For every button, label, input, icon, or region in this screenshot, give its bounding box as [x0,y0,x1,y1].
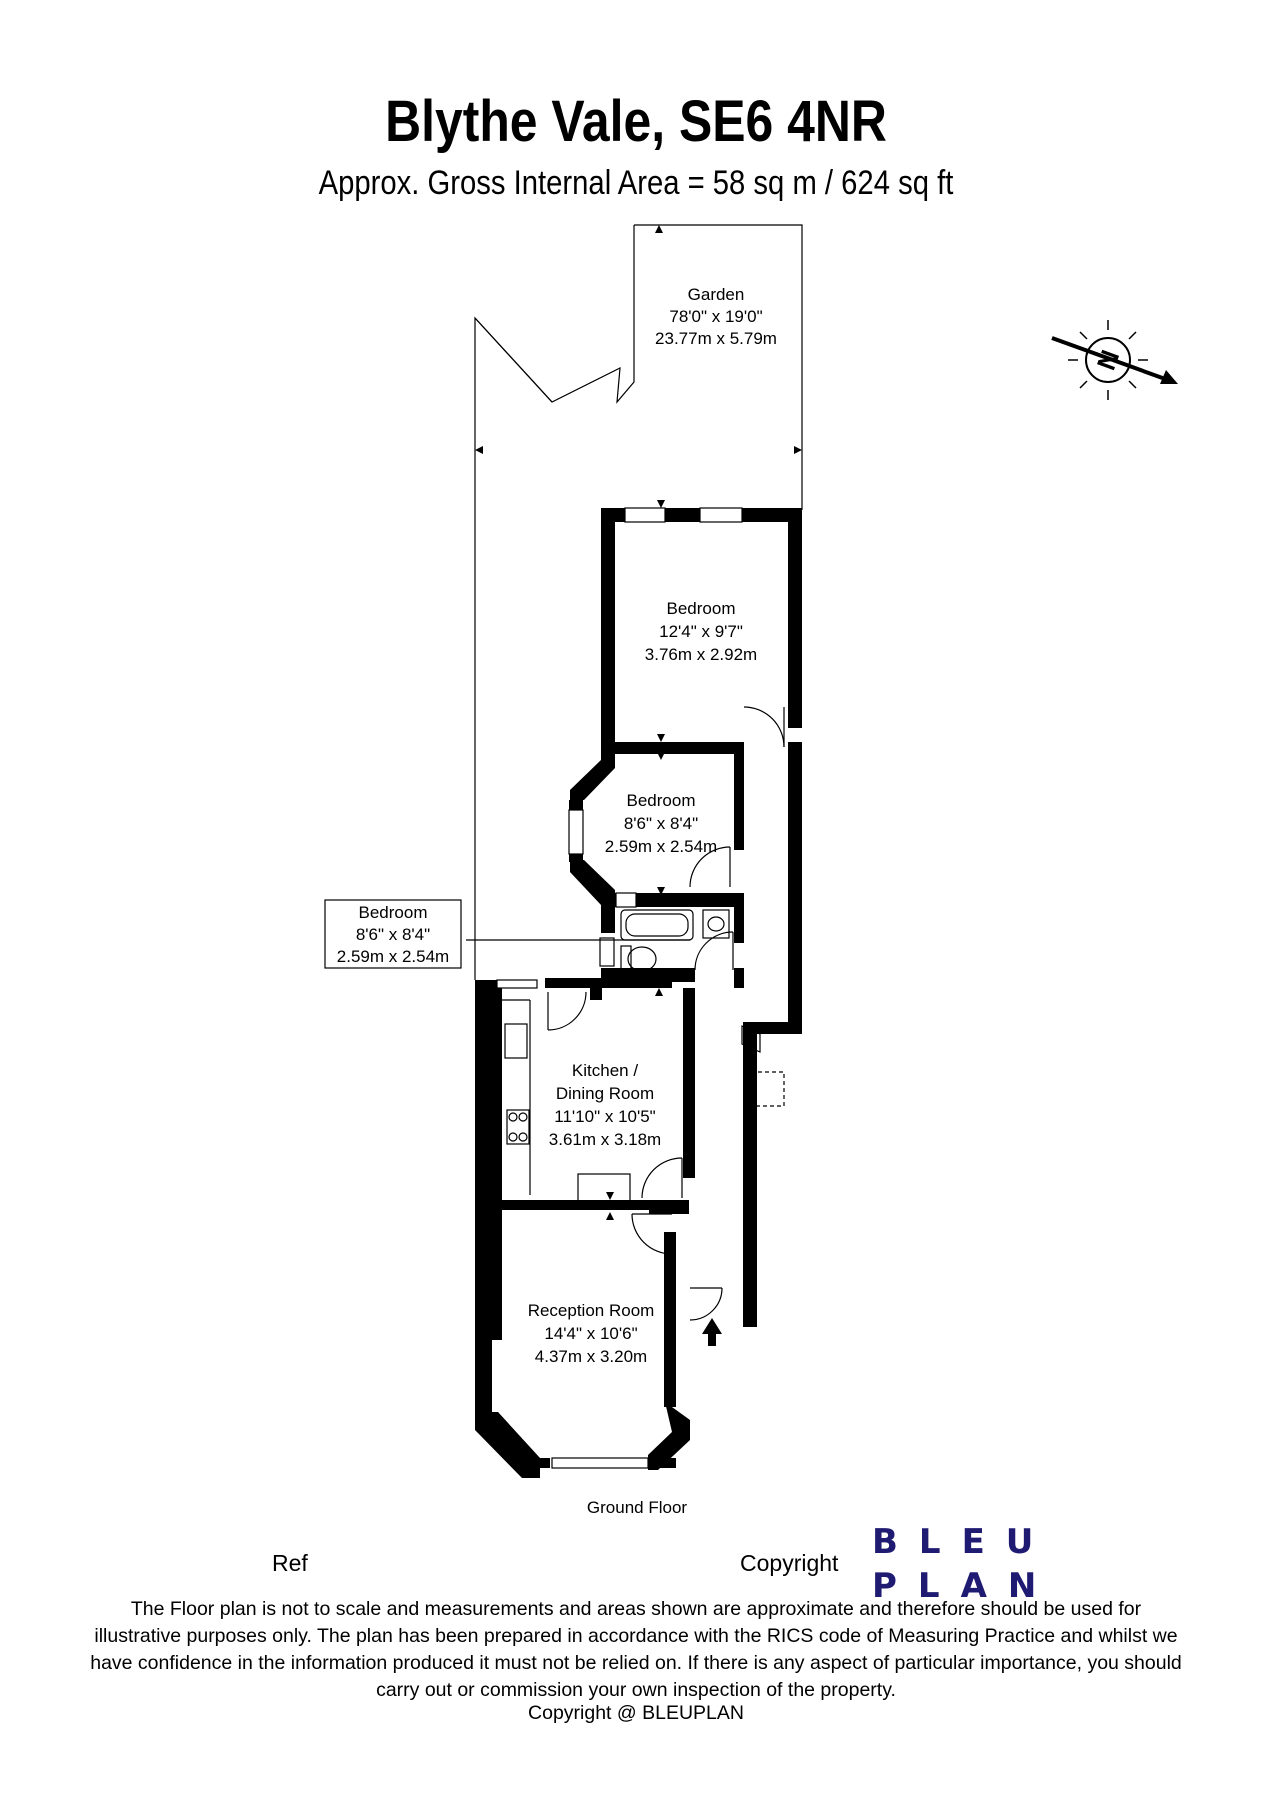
svg-text:2.59m x 2.54m: 2.59m x 2.54m [337,947,449,966]
svg-text:3.76m x 2.92m: 3.76m x 2.92m [645,645,757,664]
floor-label: Ground Floor [587,1498,687,1517]
svg-text:Dining Room: Dining Room [556,1084,654,1103]
svg-text:4.37m x 3.20m: 4.37m x 3.20m [535,1347,647,1366]
bleuplan-logo: BLEU PLAN [872,1520,1057,1608]
room-label-bedroom-callout: Bedroom 8'6" x 8'4" 2.59m x 2.54m [337,903,449,966]
door-swings [547,706,785,1321]
svg-text:Bedroom: Bedroom [627,791,696,810]
svg-text:Bedroom: Bedroom [667,599,736,618]
svg-text:14'4" x 10'6": 14'4" x 10'6" [544,1324,637,1343]
disclaimer-line: The Floor plan is not to scale and measu… [130,1598,1142,1620]
svg-text:8'6" x 8'4": 8'6" x 8'4" [356,925,430,944]
copyright-label: Copyright [740,1550,839,1576]
svg-text:8'6" x 8'4": 8'6" x 8'4" [624,814,698,833]
disclaimer-text: The Floor plan is not to scale and measu… [30,1596,1242,1704]
svg-text:Bedroom: Bedroom [359,903,428,922]
entrance-arrow-icon [702,1318,722,1346]
ref-label: Ref [272,1550,308,1576]
room-label-bedroom-2: Bedroom 8'6" x 8'4" 2.59m x 2.54m [605,791,717,856]
logo-line-1: BLEU [872,1522,1055,1562]
room-label-kitchen: Kitchen / Dining Room 11'10" x 10'5" 3.6… [549,1061,661,1149]
disclaimer-line: illustrative purposes only. The plan has… [94,1625,1178,1647]
room-label-garden: Garden 78'0" x 19'0" 23.77m x 5.79m [655,285,777,348]
svg-text:11'10" x 10'5": 11'10" x 10'5" [554,1107,655,1126]
copyright-line: Copyright @ BLEUPLAN [528,1702,744,1724]
svg-text:78'0" x 19'0": 78'0" x 19'0" [669,307,762,326]
bedroom-callout-box [324,899,462,969]
fittings [466,909,785,1205]
svg-text:Kitchen /: Kitchen / [572,1061,638,1080]
svg-text:12'4" x 9'7": 12'4" x 9'7" [659,622,743,641]
area-subtitle: Approx. Gross Internal Area = 58 sq m / … [318,164,954,202]
room-label-reception: Reception Room 14'4" x 10'6" 4.37m x 3.2… [528,1301,655,1366]
svg-text:Garden: Garden [688,285,745,304]
room-label-bedroom-1: Bedroom 12'4" x 9'7" 3.76m x 2.92m [645,599,757,664]
logo-line-2: PLAN [872,1566,1058,1606]
windows [496,507,743,1469]
page-title: Blythe Vale, SE6 4NR [385,89,887,154]
svg-text:Reception Room: Reception Room [528,1301,655,1320]
svg-text:3.61m x 3.18m: 3.61m x 3.18m [549,1130,661,1149]
disclaimer-line: have confidence in the information produ… [90,1652,1182,1674]
compass-icon: N [1051,320,1178,400]
svg-text:23.77m x 5.79m: 23.77m x 5.79m [655,329,777,348]
disclaimer-line: carry out or commission your own inspect… [376,1679,896,1701]
garden-outline [474,224,803,980]
dimension-ticks [475,225,802,1220]
walls [475,508,802,1478]
svg-text:2.59m x 2.54m: 2.59m x 2.54m [605,837,717,856]
